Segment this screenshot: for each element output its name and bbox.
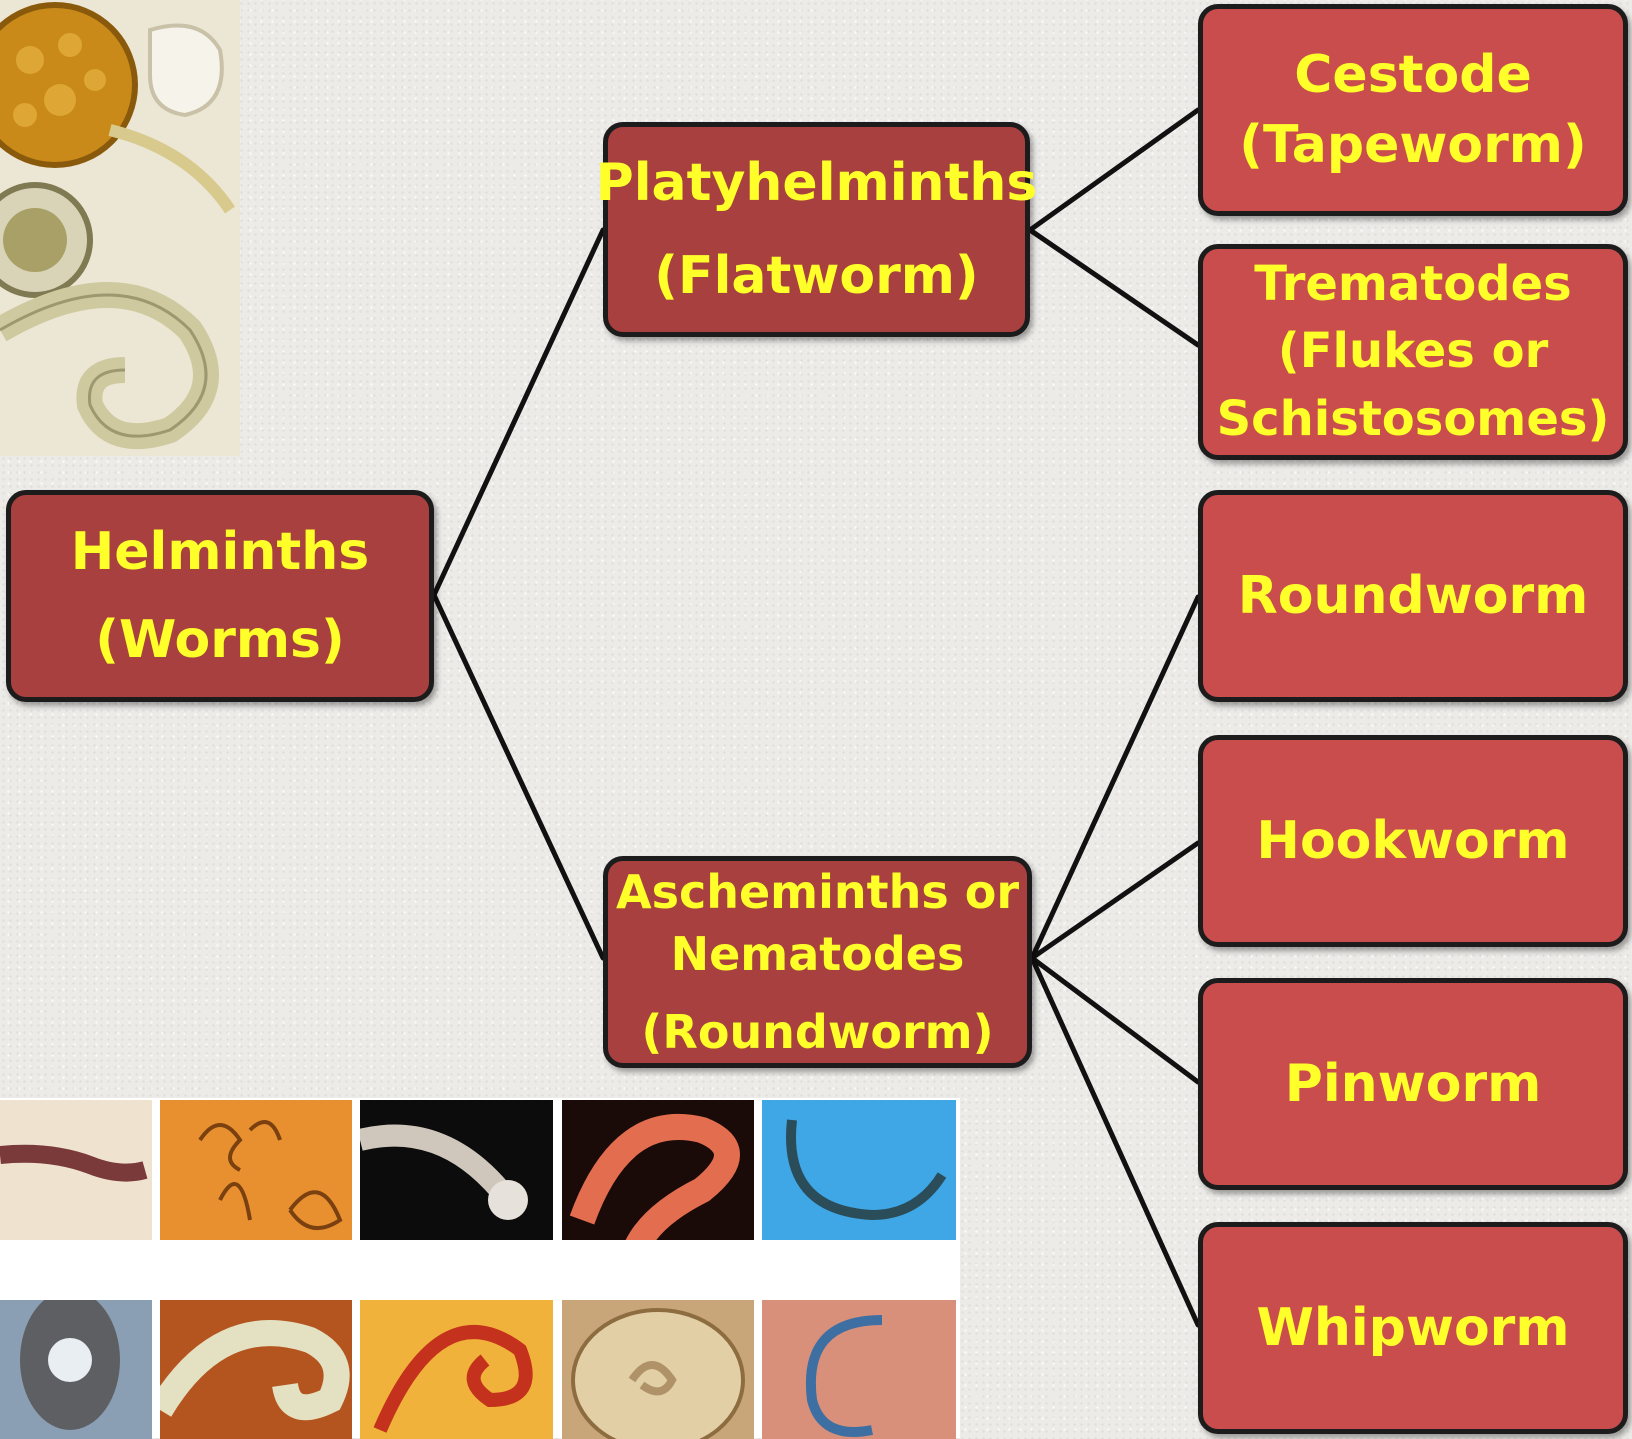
connector-platy-cestode — [1030, 110, 1198, 230]
trematodes-line-1: Trematodes — [1254, 251, 1572, 318]
nema-line-1: Ascheminths or — [616, 861, 1019, 923]
connector-nema-pinworm — [1032, 958, 1198, 1082]
platy-line-2: (Flatworm) — [654, 241, 978, 311]
leaf-box-whipworm: Whipworm — [1198, 1222, 1628, 1434]
connector-root-nema — [434, 595, 603, 958]
hookworm-label: Hookworm — [1256, 806, 1569, 876]
root-box-helminths: Helminths (Worms) — [6, 490, 434, 702]
cestode-line-1: Cestode — [1294, 40, 1531, 110]
roundworm-pink-photo — [562, 1100, 754, 1240]
leaf-box-cestode: Cestode (Tapeworm) — [1198, 4, 1628, 216]
pinworm-label: Pinworm — [1285, 1049, 1542, 1119]
branch-box-nematodes: Ascheminths or Nematodes (Roundworm) — [603, 856, 1032, 1068]
nema-line-2: Nematodes — [671, 923, 965, 985]
trematodes-line-3: Schistosomes) — [1217, 386, 1610, 453]
root-line-2: (Worms) — [95, 605, 345, 675]
root-line-1: Helminths — [71, 517, 369, 587]
blue-worm-pink-photo — [762, 1300, 956, 1439]
leaf-box-pinworm: Pinworm — [1198, 978, 1628, 1190]
pinworms-orange-photo — [160, 1100, 352, 1240]
roundworm-label: Roundworm — [1238, 561, 1589, 631]
nematode-blue-photo — [762, 1100, 956, 1240]
platy-line-1: Platyhelminths — [596, 148, 1038, 218]
nema-line-3: (Roundworm) — [641, 1001, 993, 1063]
leaf-box-roundworm: Roundworm — [1198, 490, 1628, 702]
larva-in-egg-photo — [562, 1300, 754, 1439]
connector-platy-trematodes — [1030, 230, 1198, 345]
leaf-box-trematodes: Trematodes (Flukes or Schistosomes) — [1198, 244, 1628, 460]
leaf-box-hookworm: Hookworm — [1198, 735, 1628, 947]
trematodes-line-2: (Flukes or — [1278, 318, 1548, 385]
worm-coil-brown-photo — [160, 1300, 352, 1439]
connector-nema-roundworm — [1032, 597, 1198, 958]
connector-nema-whipworm — [1032, 958, 1198, 1325]
tapeworm-segment-photo — [0, 1100, 152, 1240]
worm-eggs-micrograph — [0, 0, 240, 456]
cestode-line-2: (Tapeworm) — [1239, 110, 1586, 180]
connector-root-platy — [434, 230, 603, 595]
branch-box-platyhelminths: Platyhelminths (Flatworm) — [603, 122, 1030, 337]
hookworm-mouth-photo — [0, 1300, 152, 1439]
whipworm-label: Whipworm — [1256, 1293, 1569, 1363]
hookworm-black-photo — [360, 1100, 553, 1240]
red-worm-yellow-photo — [360, 1300, 553, 1439]
